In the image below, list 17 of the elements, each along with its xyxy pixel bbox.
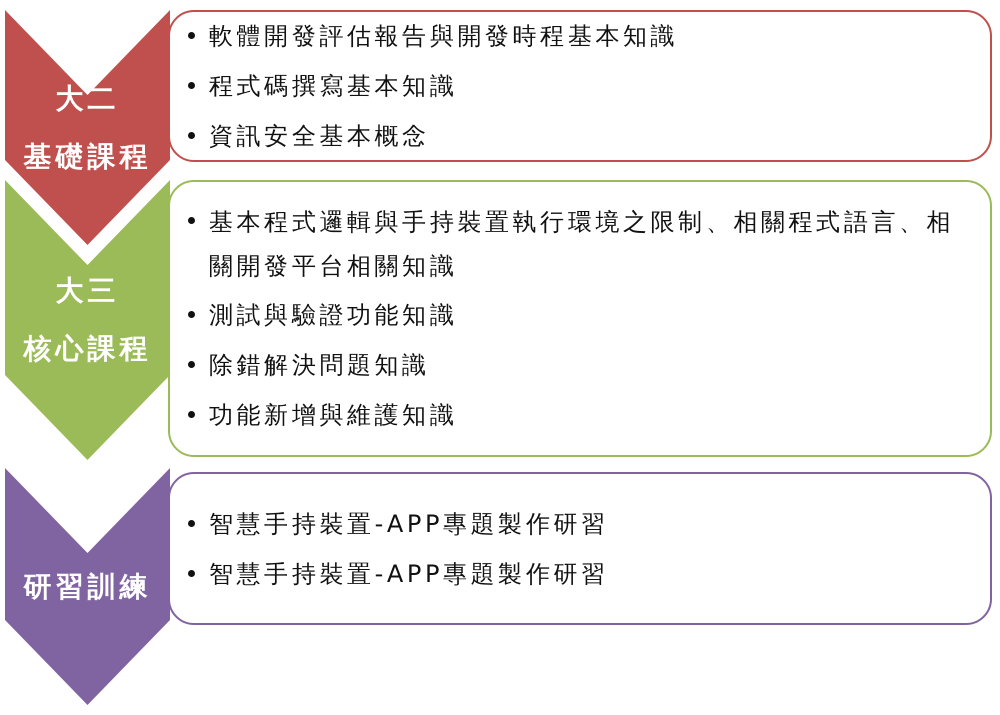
list-item-text: 智慧手持裝置-APP專題製作研習: [209, 508, 609, 540]
list-item-text: 功能新增與維護知識: [209, 400, 458, 430]
list-item-text: 軟體開發評估報告與開發時程基本知識: [209, 21, 678, 52]
stage-label: 大二: [56, 80, 120, 116]
stage-label: 研習訓練: [24, 568, 152, 604]
stage-label: 核心課程: [24, 331, 152, 367]
list-item-text: 測試與驗證功能知識: [209, 300, 458, 330]
content-panel: [168, 10, 992, 162]
list-item-text: 基本程式邏輯與手持裝置執行環境之限制、相關程式語言、相關開發平台相關知識: [209, 206, 956, 282]
stage-label: 基礎課程: [24, 138, 152, 174]
list-item-text: 資訊安全基本概念: [209, 121, 430, 152]
content-panel: [168, 180, 992, 457]
list-item-text: 除錯解決問題知識: [209, 350, 430, 380]
content-panel: [168, 472, 992, 625]
list-item-text: 程式碼撰寫基本知識: [209, 71, 458, 102]
list-item-text: 智慧手持裝置-APP專題製作研習: [209, 558, 609, 590]
stage-label: 大三: [56, 273, 120, 309]
